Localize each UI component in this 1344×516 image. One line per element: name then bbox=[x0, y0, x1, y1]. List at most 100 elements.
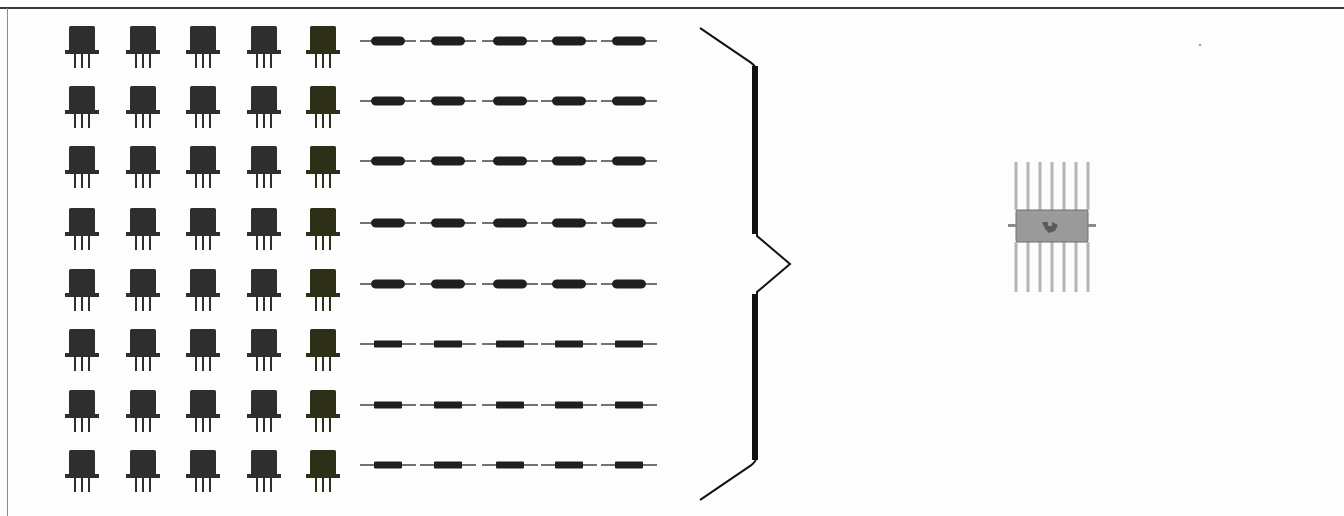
chip-pin-top bbox=[1051, 162, 1054, 210]
transistor-icon bbox=[186, 146, 220, 188]
resistor-icon bbox=[420, 341, 476, 348]
chip-pin-top bbox=[1063, 162, 1066, 210]
resistor-icon bbox=[482, 402, 538, 409]
resistor-icon bbox=[482, 280, 538, 289]
transistor-icon bbox=[247, 269, 281, 311]
transistor-icon bbox=[65, 146, 99, 188]
transistor-icon bbox=[306, 390, 340, 432]
right-curly-brace-icon bbox=[700, 28, 790, 500]
transistor-icon bbox=[65, 86, 99, 128]
resistor-icon bbox=[482, 462, 538, 469]
transistor-icon bbox=[306, 450, 340, 492]
resistor-icon bbox=[482, 97, 538, 106]
resistor-icon bbox=[601, 157, 657, 166]
transistor-icon bbox=[247, 450, 281, 492]
resistor-icon bbox=[601, 219, 657, 228]
resistor-icon bbox=[541, 341, 597, 348]
transistor-icon bbox=[65, 269, 99, 311]
transistor-icon bbox=[247, 26, 281, 68]
resistor-icon bbox=[420, 280, 476, 289]
resistor-icon bbox=[360, 37, 416, 46]
chip-pin-bottom bbox=[1027, 242, 1030, 292]
resistor-icon bbox=[420, 402, 476, 409]
resistor-icon bbox=[420, 97, 476, 106]
transistor-icon bbox=[186, 450, 220, 492]
transistor-icon bbox=[65, 208, 99, 250]
transistor-icon bbox=[126, 450, 160, 492]
transistor-icon bbox=[306, 208, 340, 250]
resistor-icon bbox=[601, 462, 657, 469]
chip-pin-top bbox=[1027, 162, 1030, 210]
transistor-icon bbox=[247, 146, 281, 188]
speck-mark bbox=[1199, 44, 1201, 46]
chip-pin-bottom bbox=[1075, 242, 1078, 292]
transistor-icon bbox=[65, 26, 99, 68]
resistor-icon bbox=[541, 462, 597, 469]
resistor-icon bbox=[541, 97, 597, 106]
transistor-icon bbox=[186, 86, 220, 128]
chip-pin-bottom bbox=[1015, 242, 1018, 292]
resistor-icon bbox=[482, 157, 538, 166]
resistor-icon bbox=[360, 402, 416, 409]
chip-pin-bottom bbox=[1063, 242, 1066, 292]
transistor-icon bbox=[126, 269, 160, 311]
resistor-icon bbox=[420, 37, 476, 46]
transistor-icon bbox=[186, 26, 220, 68]
transistor-icon bbox=[247, 208, 281, 250]
transistor-icon bbox=[126, 208, 160, 250]
transistor-icon bbox=[306, 146, 340, 188]
resistor-icon bbox=[541, 402, 597, 409]
resistor-icon bbox=[601, 37, 657, 46]
transistor-icon bbox=[306, 269, 340, 311]
chip-pin-bottom bbox=[1039, 242, 1042, 292]
transistor-icon bbox=[186, 390, 220, 432]
chip-pin-bottom bbox=[1051, 242, 1054, 292]
resistor-icon bbox=[420, 462, 476, 469]
transistor-icon bbox=[247, 86, 281, 128]
resistor-icon bbox=[360, 462, 416, 469]
resistor-icon bbox=[601, 402, 657, 409]
transistor-icon bbox=[126, 26, 160, 68]
resistor-icon bbox=[482, 37, 538, 46]
transistor-icon bbox=[65, 450, 99, 492]
resistor-icon bbox=[601, 280, 657, 289]
chip-lead-right bbox=[1088, 224, 1096, 227]
transistor-icon bbox=[306, 329, 340, 371]
transistor-grid bbox=[65, 26, 340, 492]
resistor-icon bbox=[420, 219, 476, 228]
transistor-icon bbox=[65, 390, 99, 432]
resistor-icon bbox=[541, 157, 597, 166]
resistor-icon bbox=[541, 280, 597, 289]
transistor-icon bbox=[126, 329, 160, 371]
chip-pin-top bbox=[1039, 162, 1042, 210]
resistor-icon bbox=[360, 219, 416, 228]
resistor-grid bbox=[360, 37, 657, 469]
chip-pin-bottom bbox=[1087, 242, 1090, 292]
resistor-icon bbox=[360, 157, 416, 166]
resistor-icon bbox=[360, 280, 416, 289]
chip-lead-left bbox=[1008, 224, 1016, 227]
resistor-icon bbox=[482, 341, 538, 348]
integrated-circuit-chip-icon bbox=[1008, 162, 1096, 292]
resistor-icon bbox=[420, 157, 476, 166]
transistor-icon bbox=[186, 208, 220, 250]
transistor-icon bbox=[247, 390, 281, 432]
transistor-icon bbox=[247, 329, 281, 371]
transistor-icon bbox=[126, 146, 160, 188]
resistor-icon bbox=[601, 341, 657, 348]
transistor-icon bbox=[65, 329, 99, 371]
resistor-icon bbox=[541, 37, 597, 46]
transistor-icon bbox=[306, 86, 340, 128]
chip-pin-top bbox=[1015, 162, 1018, 210]
resistor-icon bbox=[360, 97, 416, 106]
resistor-icon bbox=[360, 341, 416, 348]
transistor-icon bbox=[126, 86, 160, 128]
transistor-icon bbox=[126, 390, 160, 432]
resistor-icon bbox=[541, 219, 597, 228]
transistor-icon bbox=[306, 26, 340, 68]
resistor-icon bbox=[482, 219, 538, 228]
resistor-icon bbox=[601, 97, 657, 106]
transistor-icon bbox=[186, 329, 220, 371]
